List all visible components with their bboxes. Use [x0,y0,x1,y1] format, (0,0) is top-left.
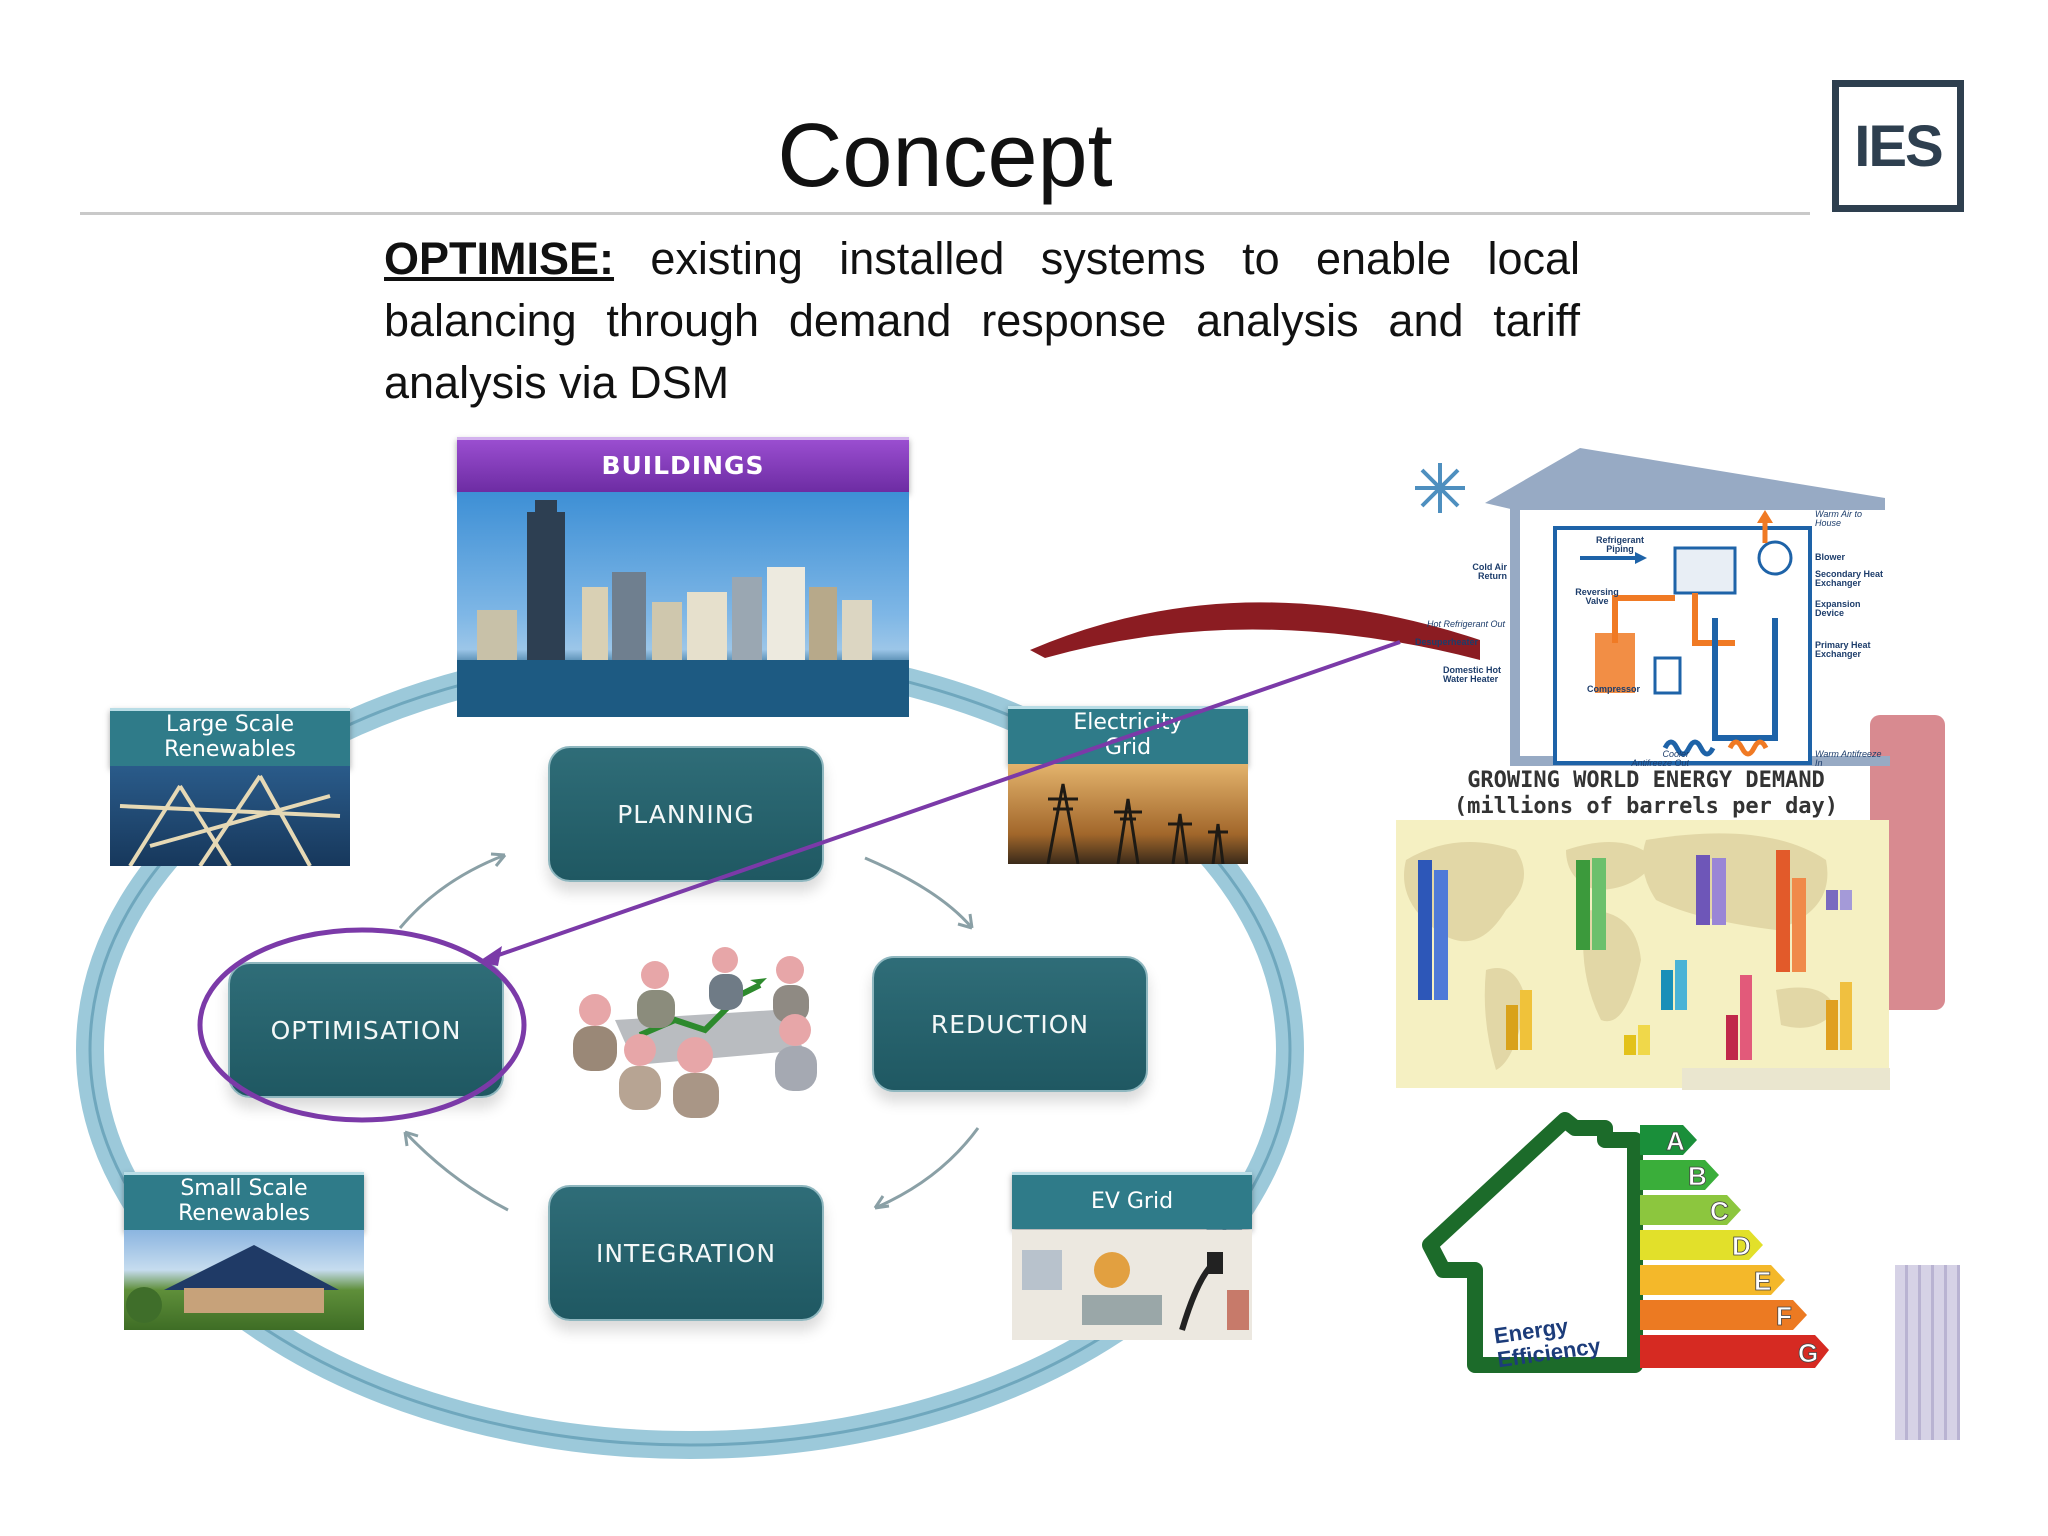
integration-box: INTEGRATION [548,1185,824,1321]
large-scale-line1: Large Scale [165,712,295,737]
heat-pump-drawing [1415,448,1890,766]
arrow-optimisation-to-planning [398,853,506,929]
label-warm-antifreeze: Warm Antifreeze In [1815,749,1882,768]
label-domestic-hot-water: Domestic Hot Water Heater [1443,665,1502,684]
building-grid-image [1895,1265,1960,1440]
demand-title-line2: (millions of barrels per day) [1453,794,1839,819]
small-scale-line1: Small Scale [180,1176,308,1201]
grade-c: C [1710,1196,1729,1226]
slide-title: Concept [777,106,1113,206]
title-divider [80,212,1810,215]
team-meeting-icon [573,947,817,1118]
efficiency-bars [1640,1125,1829,1368]
grade-g: G [1798,1338,1818,1368]
label-warm-air: Warm Air to House [1815,509,1863,528]
label-desuperheater: Desuperheater [1415,637,1479,647]
world-demand-map [1396,820,1889,1088]
ies-logo: IES [1832,80,1964,212]
solar-roof-icon [126,1245,339,1323]
ev-grid-label: EV Grid [1012,1172,1252,1229]
wind-turbine-icon [119,774,341,866]
heat-pump-diagram: Cold Air Return Hot Refrigerant Out Desu… [1395,448,1900,770]
optimisation-highlight [197,927,527,1123]
grade-b: B [1688,1161,1707,1191]
wind-structure-image [110,766,350,866]
small-scale-line2: Renewables [178,1200,310,1226]
body-paragraph: OPTIMISE: existing installed systems to … [384,228,1580,414]
logo-text: IES [1854,113,1943,179]
arrow-plan-to-reduction [864,856,974,929]
energy-efficiency-graphic: A B C D E F G Energy Efficiency [1422,1112,1829,1373]
label-secondary-heat-exchanger: Secondary Heat Exchanger [1815,569,1884,588]
label-expansion-device: Expansion Device [1815,599,1861,618]
snowflake-icon [1415,463,1465,513]
label-hot-refrigerant: Hot Refrigerant Out [1426,619,1505,629]
grade-e: E [1754,1266,1771,1296]
label-compressor: Compressor [1587,684,1641,694]
pylons-image [1008,764,1248,864]
optimisation-box: OPTIMISATION [228,962,504,1098]
ev-grid-image [1012,1230,1252,1340]
small-scale-label: Small Scale Renewables [124,1172,364,1231]
red-swoosh [1030,602,1480,660]
grade-a: A [1666,1126,1685,1156]
city-skyline-image [457,492,909,717]
electricity-line2: Grid [1104,734,1152,760]
ev-plug-icon [1022,1250,1249,1331]
label-refrigerant-piping: Refrigerant Piping [1595,535,1644,554]
buildings-label: BUILDINGS [457,437,909,492]
large-scale-line2: Renewables [164,736,296,762]
label-reversing-valve: Reversing Valve [1575,587,1619,606]
reduction-box: REDUCTION [872,956,1148,1092]
body-keyword: OPTIMISE: [384,233,615,284]
label-primary-heat-exchanger: Primary Heat Exchanger [1815,640,1871,659]
solar-house-image [124,1230,364,1330]
grade-d: D [1732,1231,1751,1261]
body-text: existing installed systems to enable loc… [384,233,1580,408]
demand-title: GROWING WORLD ENERGY DEMAND (millions of… [1396,768,1896,820]
callout-arrow [489,640,1401,960]
large-scale-label: Large Scale Renewables [110,708,350,767]
label-blower: Blower [1815,552,1846,562]
arrow-integration-to-optimisation [403,1130,509,1212]
pylon-icon [1046,783,1228,864]
label-cooler-antifreeze: Cooler Antifreeze Out [1631,749,1689,768]
house-outline-icon [1422,1112,1643,1373]
grade-f: F [1776,1301,1792,1331]
demand-legend [1682,1068,1890,1090]
demand-title-line1: GROWING WORLD ENERGY DEMAND [1467,768,1825,793]
arrow-reduction-to-integration [874,1127,980,1210]
world-map-bars-image [1404,833,1852,1070]
label-cold-air-return: Cold Air Return [1472,562,1507,581]
skyline-icon [457,500,909,717]
